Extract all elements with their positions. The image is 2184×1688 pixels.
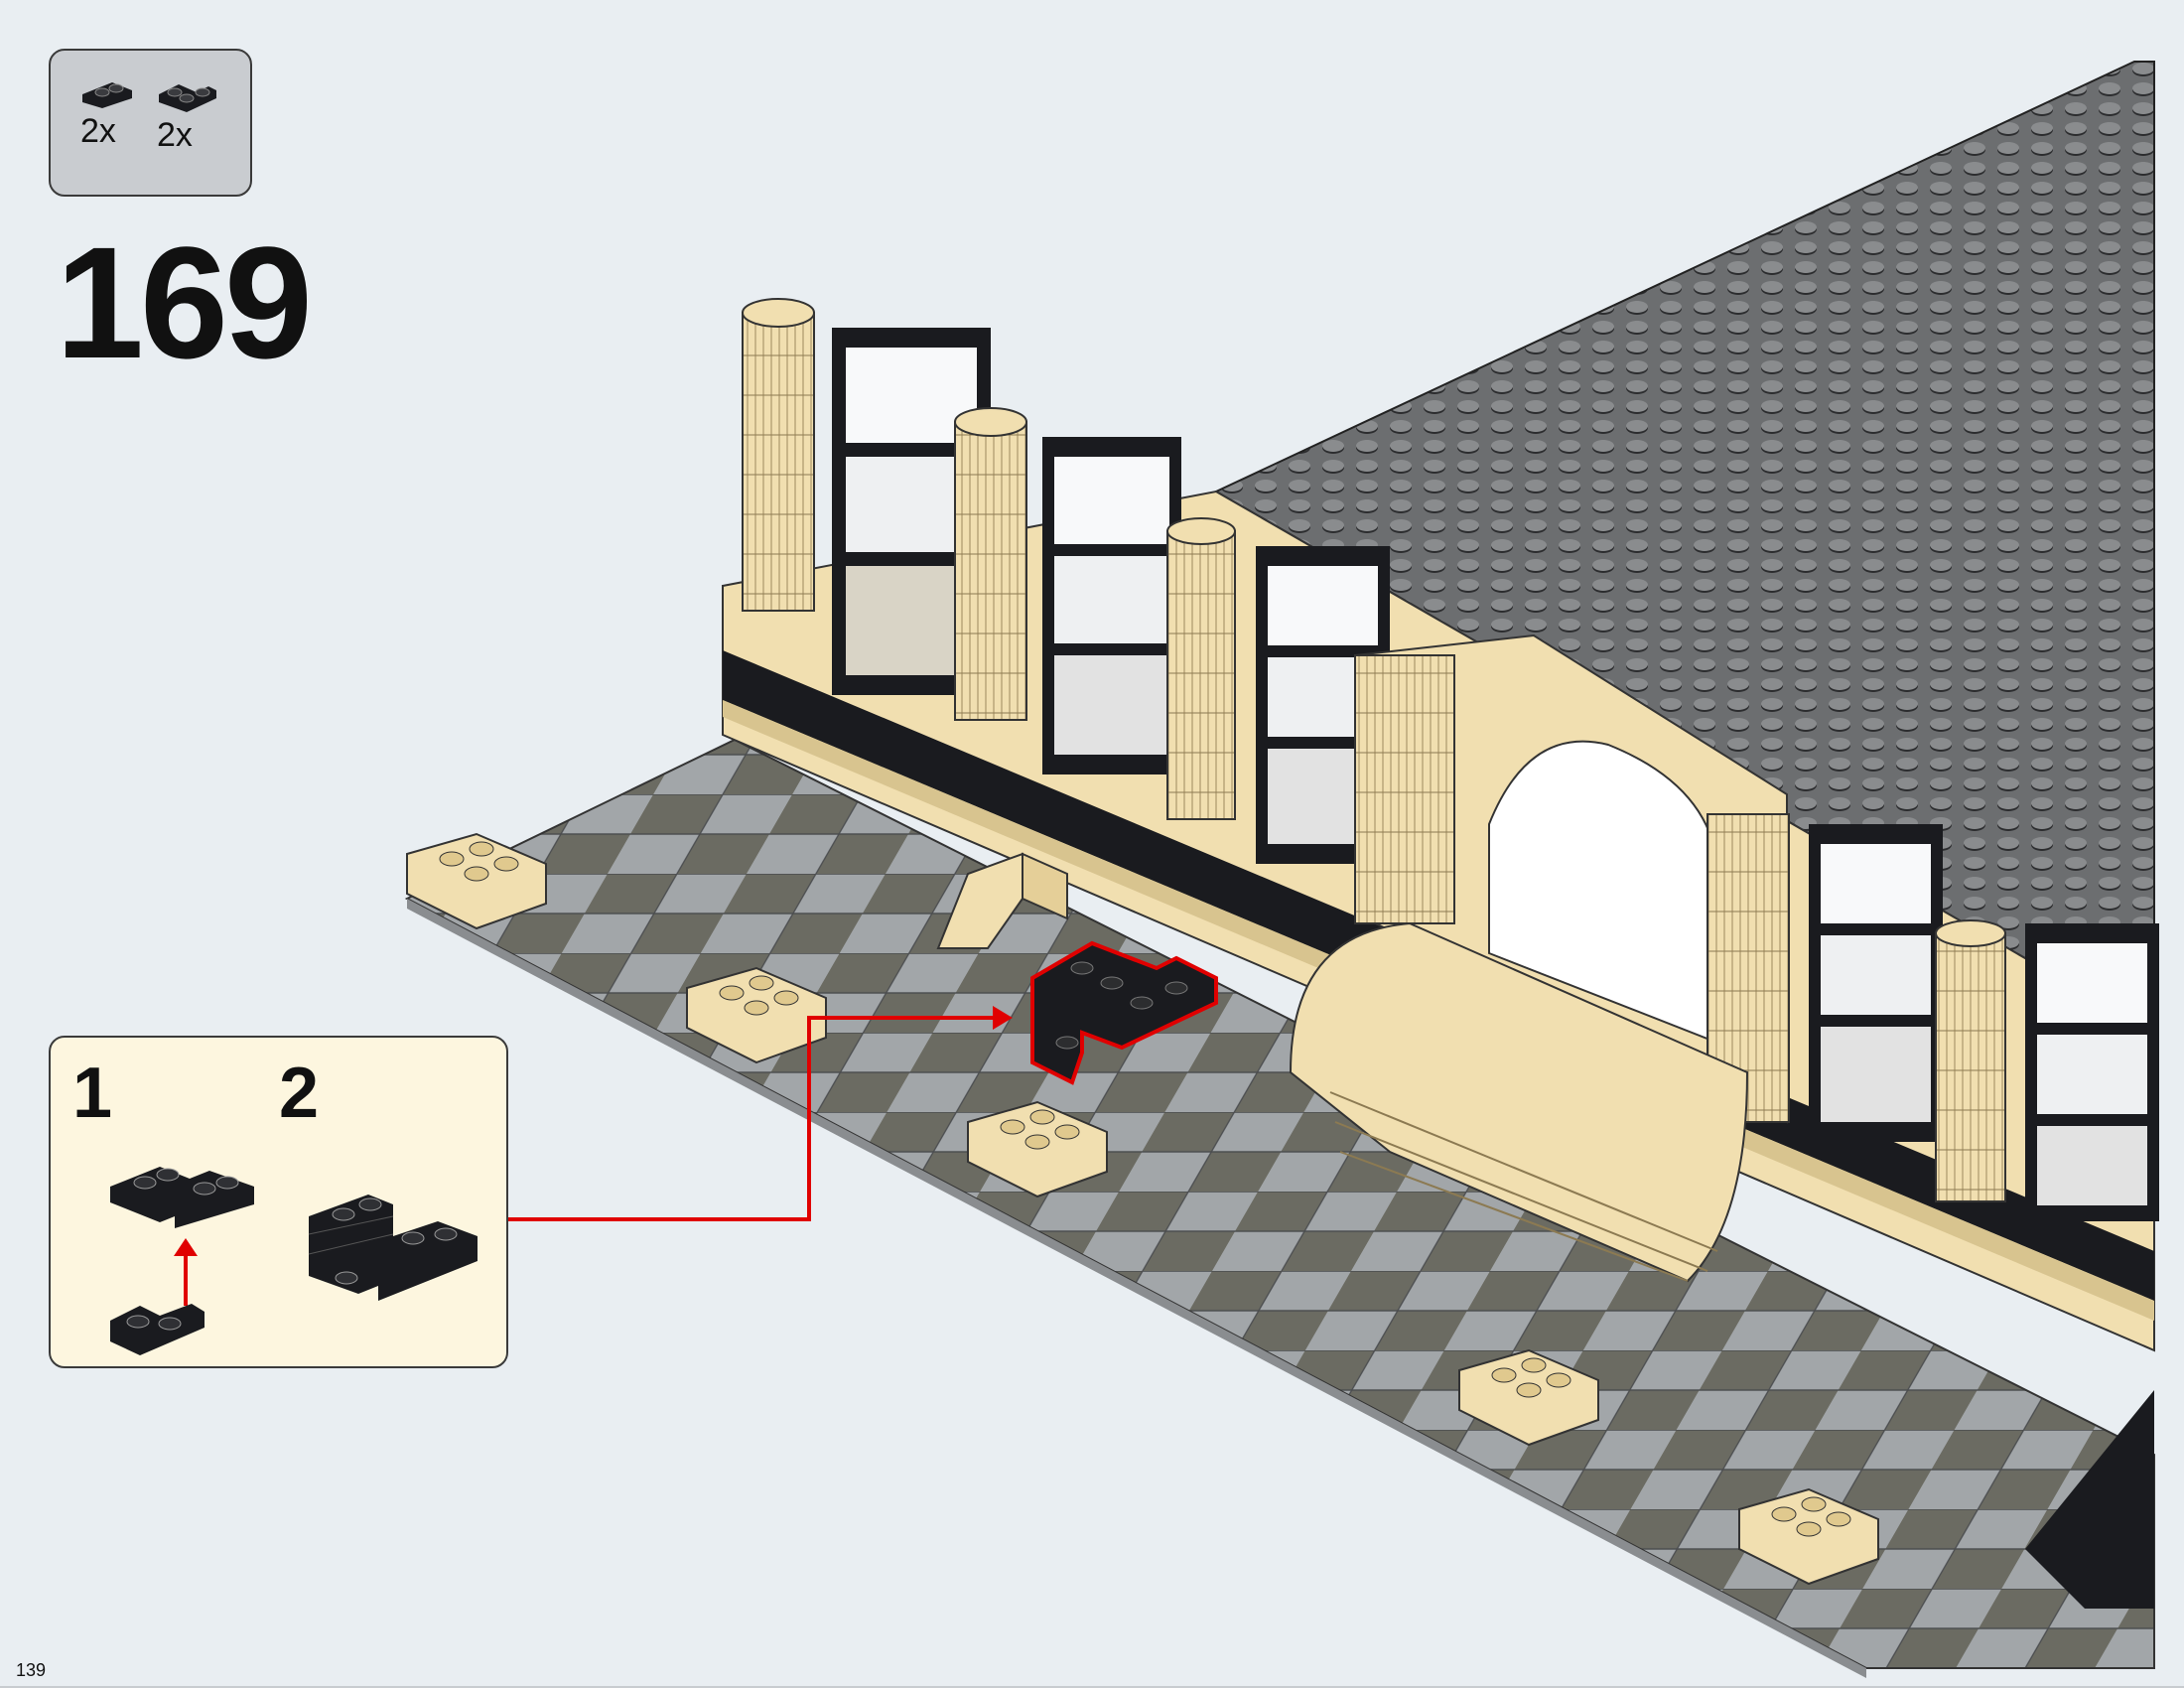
sub-assembly-callout: 1 2 xyxy=(49,1036,508,1368)
step-number: 169 xyxy=(56,213,313,391)
stacked-plates-assembly-icon xyxy=(308,1195,478,1301)
plate-2x2-corner-black-icon xyxy=(159,84,216,112)
page-number: 139 xyxy=(16,1660,47,1680)
sub-step-number: 1 xyxy=(72,1054,113,1133)
dark-roof-piece xyxy=(2025,1390,2154,1609)
arched-entrance xyxy=(1289,633,1790,1283)
page-divider xyxy=(0,1686,2184,1688)
highlighted-new-parts xyxy=(1030,940,1218,1085)
plate-1x2-black-icon xyxy=(82,82,132,108)
part-1x2-plate: 2x xyxy=(80,80,134,151)
corner-plate-on-plate-icon xyxy=(110,1167,254,1355)
tan-bricks xyxy=(406,832,1879,1586)
part-quantity: 2x xyxy=(80,112,116,150)
windows xyxy=(832,328,2159,1221)
part-corner-plate: 2x xyxy=(157,80,218,155)
callout-arrow xyxy=(508,1006,1013,1221)
sub-step-number: 2 xyxy=(279,1054,320,1133)
parts-list: 2x 2x xyxy=(49,49,252,197)
part-quantity: 2x xyxy=(157,116,193,154)
columns xyxy=(742,298,2006,1202)
